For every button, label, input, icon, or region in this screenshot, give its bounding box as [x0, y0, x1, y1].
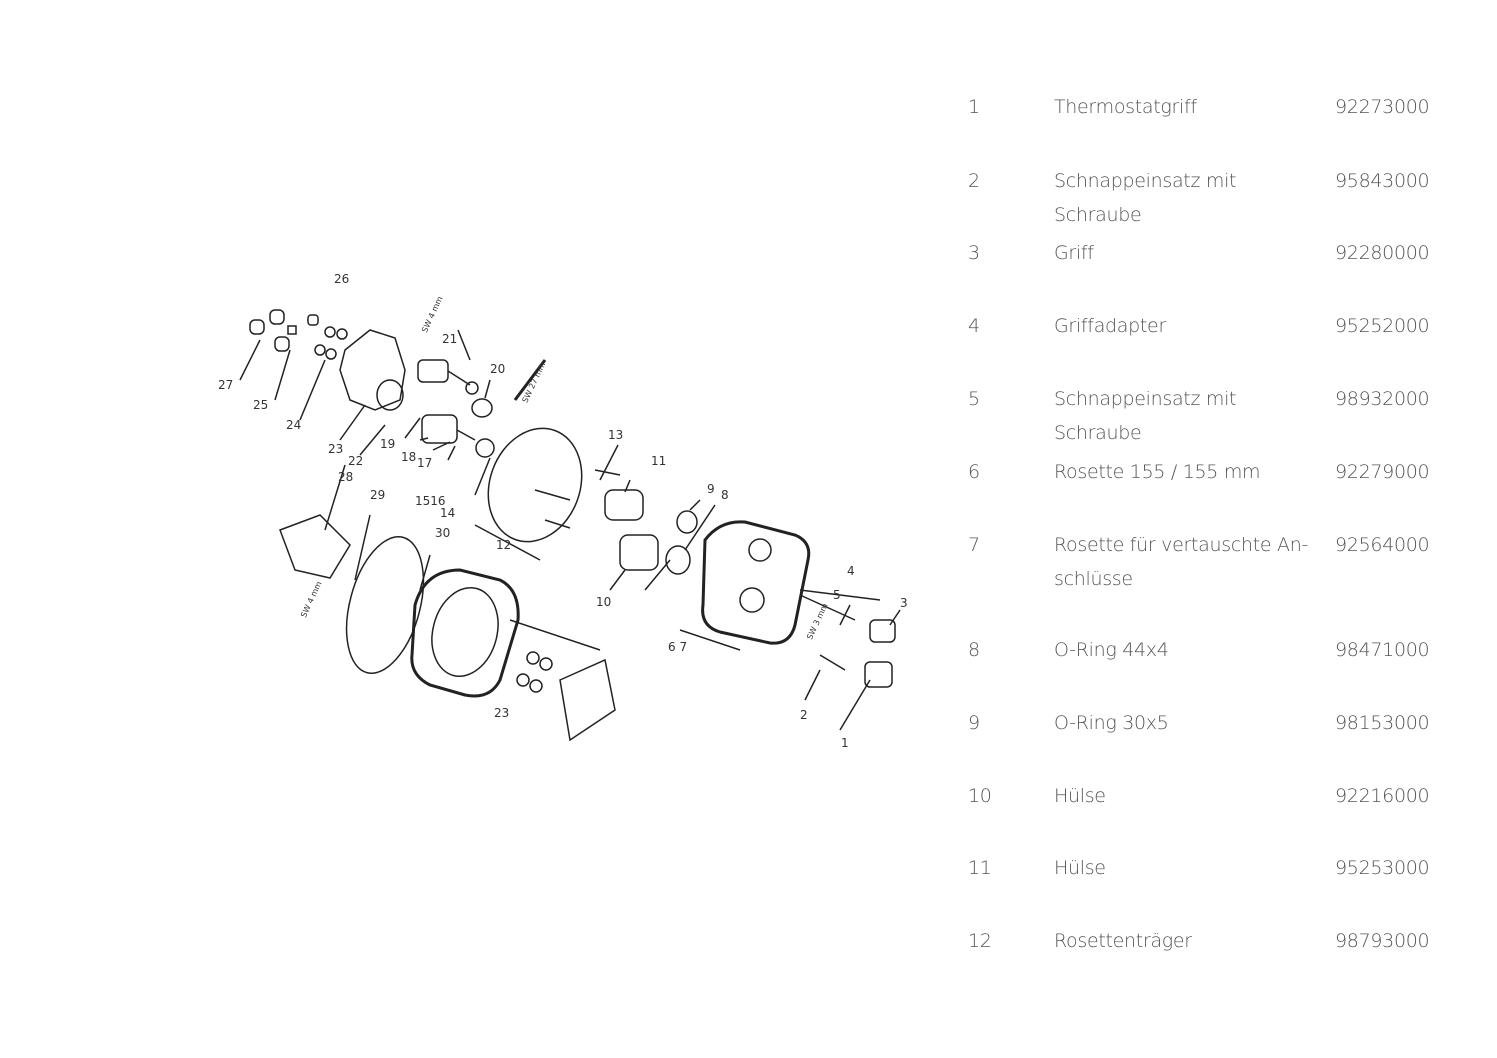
part-number: 6 — [968, 461, 980, 483]
part-name: O-Ring 30x5 — [1054, 712, 1169, 734]
part-name: Thermostatgriff — [1054, 96, 1197, 118]
part-number: 4 — [968, 315, 980, 337]
part-number: 12 — [968, 930, 992, 952]
callout-number: 25 — [253, 398, 269, 412]
part-name: Griffadapter — [1054, 315, 1166, 337]
part-number: 8 — [968, 639, 980, 661]
callout-number: 6 7 — [668, 640, 688, 654]
part-name: Griff — [1054, 242, 1094, 264]
part-number: 7 — [968, 534, 980, 556]
part-name: O-Ring 44x4 — [1054, 639, 1169, 661]
callout-number: 24 — [286, 418, 302, 432]
callout-number: 11 — [651, 454, 667, 468]
article-number: 98471000 — [1335, 639, 1430, 661]
part-number: 9 — [968, 712, 980, 734]
callout-number: 29 — [370, 488, 386, 502]
callout-number: 17 — [417, 456, 433, 470]
article-number: 92273000 — [1335, 96, 1430, 118]
part-name: Rosette 155 / 155 mm — [1054, 461, 1261, 483]
part-number: 11 — [968, 857, 992, 879]
callout-number: 30 — [435, 526, 451, 540]
part-name: Schnappeinsatz mit Schraube — [1054, 388, 1237, 444]
article-number: 92564000 — [1335, 534, 1430, 556]
part-name: Hülse — [1054, 785, 1106, 807]
part-name: Hülse — [1054, 857, 1106, 879]
part-number: 3 — [968, 242, 980, 264]
callout-number: 21 — [442, 332, 458, 346]
article-number: 98793000 — [1335, 930, 1430, 952]
callout-number: 14 — [440, 506, 456, 520]
callout-number: 27 — [218, 378, 234, 392]
callout-number: 1 — [841, 736, 849, 750]
callout-number: 26 — [334, 272, 350, 286]
part-name: Rosettenträger — [1054, 930, 1192, 952]
exploded-drawing — [239, 309, 901, 742]
callout-number: 8 — [721, 488, 729, 502]
part-number: 5 — [968, 388, 980, 410]
part-name: Schnappeinsatz mit Schraube — [1054, 170, 1237, 226]
article-number: 95253000 — [1335, 857, 1430, 879]
callout-number: 3 — [900, 596, 908, 610]
callout-number: 13 — [608, 428, 624, 442]
callout-number: 5 — [833, 588, 841, 602]
callout-number: 2 — [800, 708, 808, 722]
part-number: 1 — [968, 96, 980, 118]
part-number: 10 — [968, 785, 992, 807]
part-name: Rosette für vertauschte An-schlüsse — [1054, 534, 1309, 590]
article-number: 92280000 — [1335, 242, 1430, 264]
callout-number: 28 — [338, 470, 354, 484]
article-number: 98932000 — [1335, 388, 1430, 410]
callout-number: 9 — [707, 482, 715, 496]
article-number: 95252000 — [1335, 315, 1430, 337]
article-number: 92279000 — [1335, 461, 1430, 483]
callout-number: 20 — [490, 362, 506, 376]
callout-number: 10 — [596, 595, 612, 609]
callout-number: 19 — [380, 437, 396, 451]
callout-number: 23 — [328, 442, 344, 456]
callout-number: 1516 — [415, 494, 446, 508]
article-number: 95843000 — [1335, 170, 1430, 192]
callout-number: 23 — [494, 706, 510, 720]
callout-number: 18 — [401, 450, 417, 464]
article-number: 92216000 — [1335, 785, 1430, 807]
article-number: 98153000 — [1335, 712, 1430, 734]
callout-number: 12 — [496, 538, 512, 552]
callout-number: 4 — [847, 564, 855, 578]
callout-number: 22 — [348, 454, 364, 468]
part-number: 2 — [968, 170, 980, 192]
